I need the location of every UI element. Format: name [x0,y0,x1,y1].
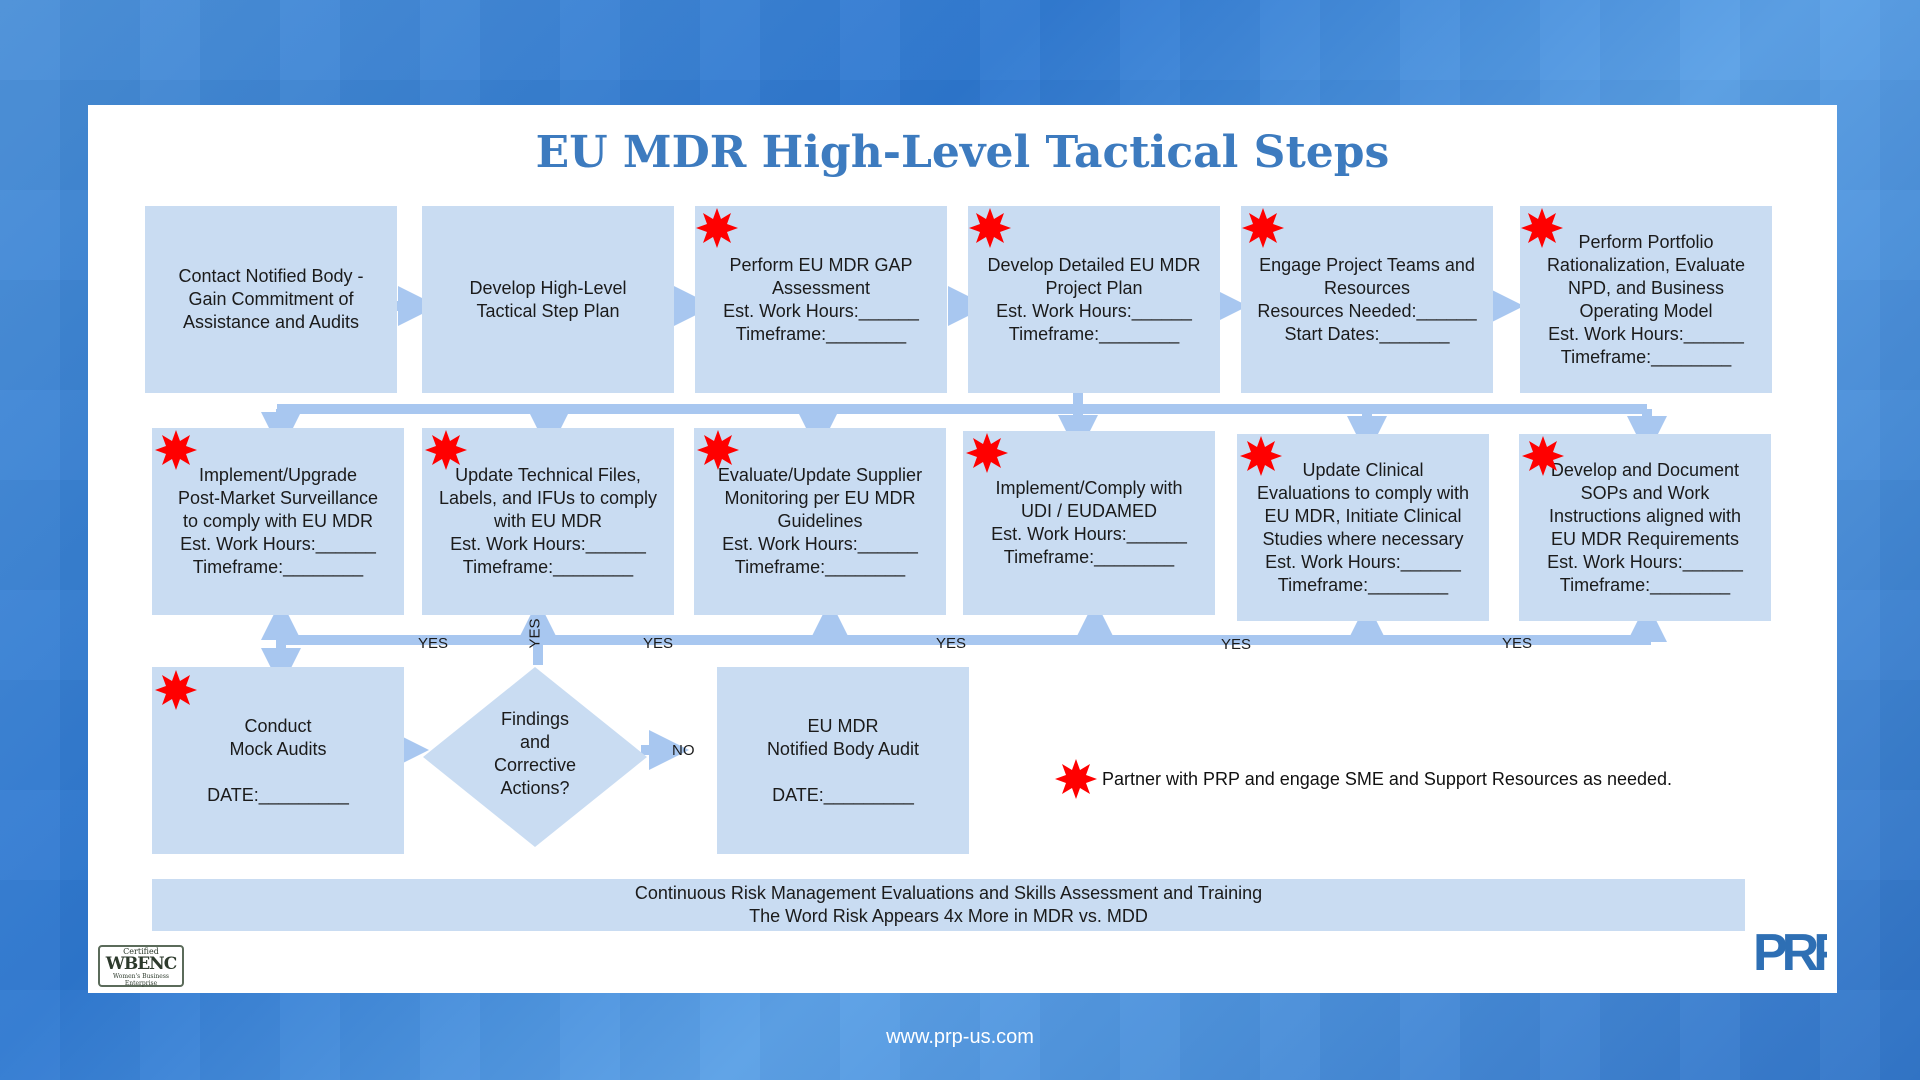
row1-step-1-text: Contact Notified Body - Gain Commitment … [178,266,364,332]
row1-step-5-text: Engage Project Teams and Resources Resou… [1257,254,1477,344]
decision-text: Findings and Corrective Actions? [493,709,577,798]
wbenc-certified-text: Certified [123,947,159,956]
row2-step-2-text: Update Technical Files, Labels, and IFUs… [438,465,658,577]
row2-step-6-text: Develop and Document SOPs and Work Instr… [1547,459,1743,595]
yes-label-2: YES [526,618,544,649]
wbenc-logo: Certified WBENC Women's Business Enterpr… [98,945,184,987]
partner-star-icon [696,208,738,248]
step-notified-body-audit: EU MDR Notified Body Audit DATE:________… [717,667,969,854]
partner-star-icon [425,430,467,470]
partner-star-icon [966,433,1008,473]
yes-label-5: YES [1221,636,1252,653]
partner-star-icon [1055,759,1097,799]
row1-step-1: Contact Notified Body - Gain Commitment … [145,206,397,393]
yes-label-3: YES [643,635,674,652]
row1-step-6: Perform Portfolio Rationalization, Evalu… [1520,206,1772,393]
continuous-risk-bar: Continuous Risk Management Evaluations a… [152,879,1745,931]
partner-star-icon [1522,436,1564,476]
prp-logo: PRP [1753,924,1827,980]
row2-step-4: Implement/Comply with UDI / EUDAMED Est.… [963,431,1215,615]
legend: Partner with PRP and engage SME and Supp… [1054,757,1672,801]
decision-diamond [423,667,647,847]
row1-step-3-text: Perform EU MDR GAP Assessment Est. Work … [723,254,919,344]
risk-bar-line1: Continuous Risk Management Evaluations a… [634,883,1263,903]
yes-label-4: YES [936,635,967,652]
partner-star-icon [1240,436,1282,476]
row2-step-1-text: Implement/Upgrade Post-Market Surveillan… [177,465,379,577]
partner-star-icon [155,670,197,710]
row1-step-3: Perform EU MDR GAP Assessment Est. Work … [695,206,947,393]
row2-step-1: Implement/Upgrade Post-Market Surveillan… [152,428,404,615]
legend-text: Partner with PRP and engage SME and Supp… [1102,768,1673,789]
no-label: NO [672,742,695,759]
partner-star-icon [1521,208,1563,248]
risk-bar-line2: The Word Risk Appears 4x More in MDR vs.… [749,906,1148,926]
row2-step-2: Update Technical Files, Labels, and IFUs… [422,428,674,615]
row1-step-4-text: Develop Detailed EU MDR Project Plan Est… [987,254,1201,344]
footer-url[interactable]: www.prp-us.com [886,1026,1034,1048]
row2-step-3: Evaluate/Update Supplier Monitoring per … [694,428,946,615]
row2-step-6: Develop and Document SOPs and Work Instr… [1519,434,1771,621]
diagram-panel: EU MDR High-Level Tactical Steps [88,105,1837,993]
row2-step-5: Update Clinical Evaluations to comply wi… [1237,434,1489,621]
row1-step-6-text: Perform Portfolio Rationalization, Evalu… [1546,231,1746,367]
partner-star-icon [697,430,739,470]
row2-step-4-text: Implement/Comply with UDI / EUDAMED Est.… [991,478,1187,567]
wbenc-subtitle-text: Women's Business Enterprise [113,973,169,987]
partner-star-icon [1242,208,1284,248]
step-mock-audits: Conduct Mock Audits DATE:_________ [152,667,404,854]
row1-step-2: Develop High-Level Tactical Step Plan [422,206,674,393]
row1-step-2-text: Develop High-Level Tactical Step Plan [469,277,627,321]
yes-label-6: YES [1502,635,1533,652]
diagram-title: EU MDR High-Level Tactical Steps [535,127,1390,178]
partner-star-icon [969,208,1011,248]
row2-step-5-text: Update Clinical Evaluations to comply wi… [1256,459,1470,595]
prp-logo-text: PRP [1753,924,1827,980]
row2-step-3-text: Evaluate/Update Supplier Monitoring per … [717,465,923,577]
row1-step-5: Engage Project Teams and Resources Resou… [1241,206,1493,393]
partner-star-icon [155,430,197,470]
wbenc-mark-text: WBENC [105,954,178,974]
step-notified-body-audit-text: EU MDR Notified Body Audit DATE:________… [766,715,920,805]
row1-step-4: Develop Detailed EU MDR Project Plan Est… [968,206,1220,393]
step-mock-audits-text: Conduct Mock Audits DATE:_________ [207,715,349,805]
yes-label-1: YES [418,635,449,652]
